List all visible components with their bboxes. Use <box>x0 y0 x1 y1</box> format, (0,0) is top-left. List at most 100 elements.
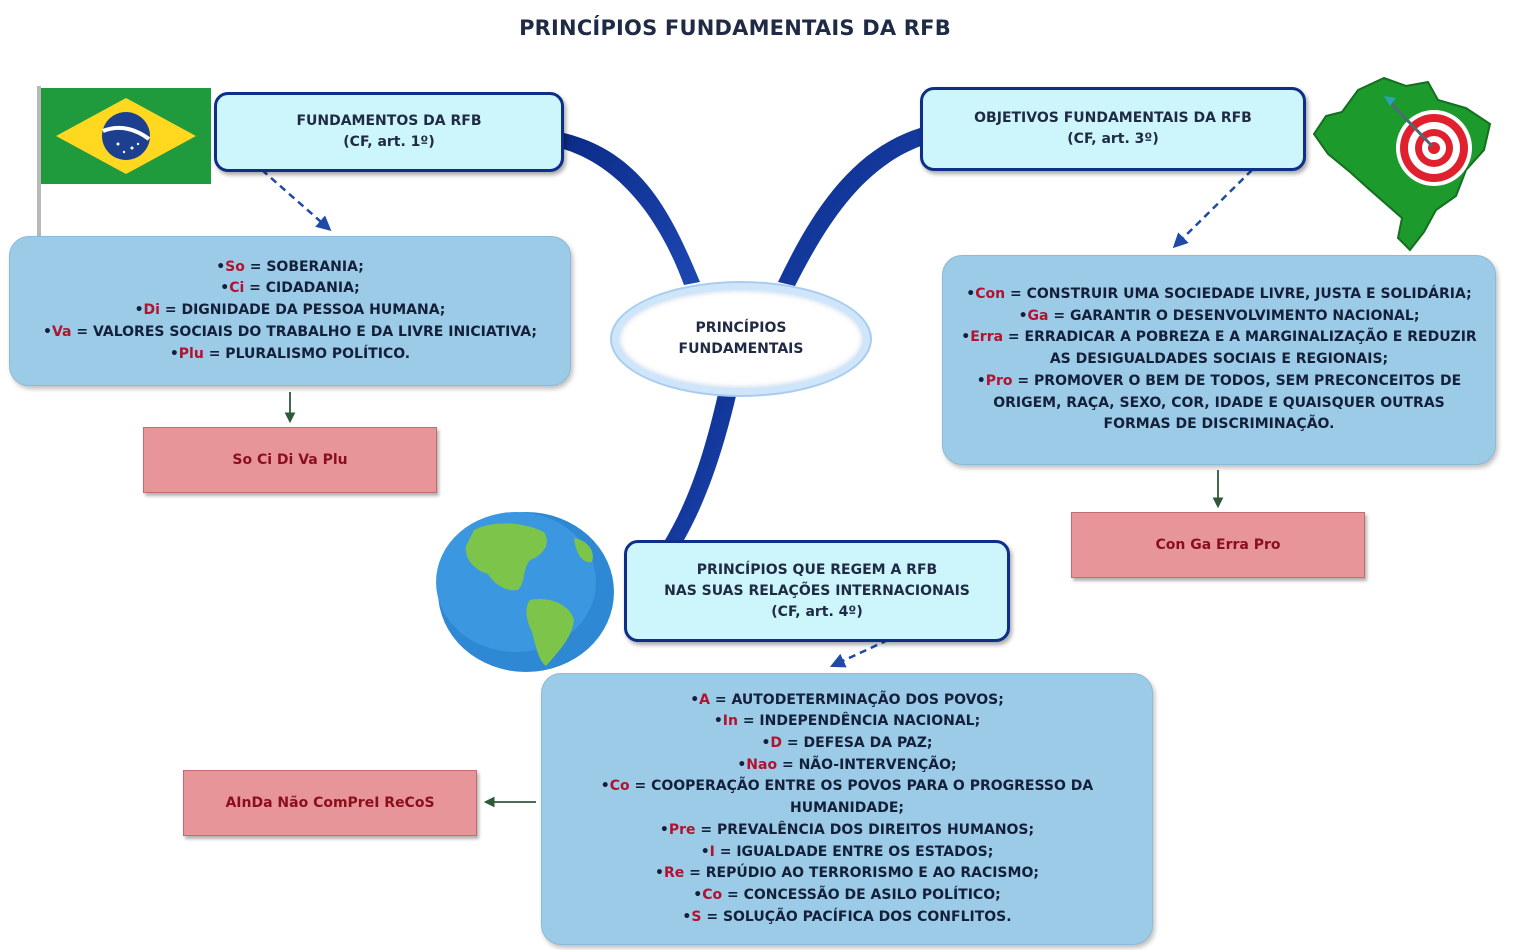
bullet-icon: • <box>1018 307 1028 324</box>
item-text: = GARANTIR O DESENVOLVIMENTO NACIONAL; <box>1048 307 1420 324</box>
center-principios-fundamentais: PRINCÍPIOS FUNDAMENTAIS <box>612 283 870 395</box>
bullet-icon: • <box>976 372 986 389</box>
item-text: = SOBERANIA; <box>244 258 364 275</box>
relacoes-mnemonic: AInDa Não ComPreI ReCoS <box>183 770 477 836</box>
item-abbreviation: Co <box>702 886 723 903</box>
list-item: •In = INDEPENDÊNCIA NACIONAL; <box>714 711 980 733</box>
item-abbreviation: A <box>699 691 710 708</box>
item-abbreviation: Di <box>143 302 160 319</box>
relacoes-header-subtitle: NAS SUAS RELAÇÕES INTERNACIONAIS <box>664 582 970 599</box>
bullet-icon: • <box>690 691 700 708</box>
item-text: = VALORES SOCIAIS DO TRABALHO E DA LIVRE… <box>71 323 537 340</box>
list-item: •Erra = ERRADICAR A POBREZA E A MARGINAL… <box>959 327 1479 370</box>
center-label-line1: PRINCÍPIOS <box>695 320 787 336</box>
item-abbreviation: Co <box>609 778 630 795</box>
item-abbreviation: I <box>709 843 715 860</box>
list-item: •Co = COOPERAÇÃO ENTRE OS POVOS PARA O P… <box>582 776 1112 819</box>
objetivos-list: •Con = CONSTRUIR UMA SOCIEDADE LIVRE, JU… <box>942 255 1496 465</box>
list-item: •So = SOBERANIA; <box>216 257 364 279</box>
arrow-objetivos-dashed <box>1172 169 1253 249</box>
bullet-icon: • <box>966 286 976 303</box>
item-text: = NÃO-INTERVENÇÃO; <box>777 756 957 773</box>
list-item: •D = DEFESA DA PAZ; <box>761 733 932 755</box>
item-abbreviation: D <box>770 735 783 752</box>
bullet-icon: • <box>693 886 703 903</box>
bullet-icon: • <box>659 821 669 838</box>
list-item: •Co = CONCESSÃO DE ASILO POLÍTICO; <box>693 885 1000 907</box>
item-text: = COOPERAÇÃO ENTRE OS POVOS PARA O PROGR… <box>629 778 1094 817</box>
objetivos-header-citation: (CF, art. 3º) <box>1067 131 1159 147</box>
list-item: •Va = VALORES SOCIAIS DO TRABALHO E DA L… <box>43 322 537 344</box>
item-text: = CONCESSÃO DE ASILO POLÍTICO; <box>722 886 1001 903</box>
item-abbreviation: Va <box>51 323 72 340</box>
bullet-icon: • <box>682 908 692 925</box>
item-text: = AUTODETERMINAÇÃO DOS POVOS; <box>710 691 1004 708</box>
fundamentos-mnemonic: So Ci Di Va Plu <box>143 427 437 493</box>
item-text: = IGUALDADE ENTRE OS ESTADOS; <box>714 843 994 860</box>
item-abbreviation: Pre <box>668 821 696 838</box>
fundamentos-header-title: FUNDAMENTOS DA RFB <box>296 113 482 129</box>
list-item: •I = IGUALDADE ENTRE OS ESTADOS; <box>701 842 994 864</box>
bullet-icon: • <box>216 258 226 275</box>
bullet-icon: • <box>655 865 664 882</box>
page-title: PRINCÍPIOS FUNDAMENTAIS DA RFB <box>519 16 951 40</box>
branch-fundamentos <box>560 132 700 285</box>
item-text: = CIDADANIA; <box>244 280 360 297</box>
bullet-icon: • <box>220 280 230 297</box>
list-item: •Con = CONSTRUIR UMA SOCIEDADE LIVRE, JU… <box>966 284 1471 306</box>
bullet-icon: • <box>43 323 52 340</box>
bullet-icon: • <box>961 329 971 346</box>
item-abbreviation: Erra <box>970 329 1004 346</box>
bullet-icon: • <box>169 345 179 362</box>
fundamentos-list: •So = SOBERANIA;•Ci = CIDADANIA;•Di = DI… <box>9 236 571 386</box>
item-abbreviation: So <box>225 258 245 275</box>
item-abbreviation: Pro <box>985 372 1013 389</box>
item-text: = SOLUÇÃO PACÍFICA DOS CONFLITOS. <box>701 908 1012 925</box>
arrow-relacoes-dashed <box>829 638 889 668</box>
list-item: •Pro = PROMOVER O BEM DE TODOS, SEM PREC… <box>959 371 1479 436</box>
item-abbreviation: Ga <box>1027 307 1049 324</box>
item-text: = REPÚDIO AO TERRORISMO E AO RACISMO; <box>684 865 1039 882</box>
item-text: = CONSTRUIR UMA SOCIEDADE LIVRE, JUSTA E… <box>1005 286 1472 303</box>
relacoes-header-title: PRINCÍPIOS QUE REGEM A RFB <box>696 561 938 578</box>
relacoes-list: •A = AUTODETERMINAÇÃO DOS POVOS;•In = IN… <box>541 673 1153 945</box>
item-text: = INDEPENDÊNCIA NACIONAL; <box>737 713 981 730</box>
relacoes-header: PRINCÍPIOS QUE REGEM A RFB NAS SUAS RELA… <box>624 540 1010 642</box>
item-text: = ERRADICAR A POBREZA E A MARGINALIZAÇÃO… <box>1003 329 1477 368</box>
list-item: •Nao = NÃO-INTERVENÇÃO; <box>737 755 956 777</box>
bullet-icon: • <box>600 778 610 795</box>
list-item: •Plu = PLURALISMO POLÍTICO. <box>170 344 410 366</box>
item-text: = PLURALISMO POLÍTICO. <box>203 345 411 362</box>
item-abbreviation: Con <box>975 286 1006 303</box>
list-item: •S = SOLUÇÃO PACÍFICA DOS CONFLITOS. <box>682 907 1011 929</box>
item-text: = PROMOVER O BEM DE TODOS, SEM PRECONCEI… <box>993 372 1462 433</box>
list-item: •Ga = GARANTIR O DESENVOLVIMENTO NACIONA… <box>1019 306 1420 328</box>
list-item: •Ci = CIDADANIA; <box>220 278 360 300</box>
objetivos-header: OBJETIVOS FUNDAMENTAIS DA RFB (CF, art. … <box>920 87 1306 171</box>
branch-relacoes <box>662 394 736 547</box>
brazil-flag-icon <box>37 86 211 236</box>
item-text: = DIGNIDADE DA PESSOA HUMANA; <box>159 302 446 319</box>
item-text: = PREVALÊNCIA DOS DIREITOS HUMANOS; <box>695 821 1035 838</box>
list-item: •A = AUTODETERMINAÇÃO DOS POVOS; <box>690 690 1004 712</box>
fundamentos-header-citation: (CF, art. 1º) <box>343 134 435 150</box>
item-abbreviation: Ci <box>229 280 245 297</box>
item-abbreviation: Re <box>663 865 685 882</box>
bullet-icon: • <box>700 843 710 860</box>
bullet-icon: • <box>737 756 747 773</box>
list-item: •Pre = PREVALÊNCIA DOS DIREITOS HUMANOS; <box>660 820 1034 842</box>
fundamentos-header: FUNDAMENTOS DA RFB (CF, art. 1º) <box>214 92 564 172</box>
bullet-icon: • <box>761 735 771 752</box>
arrow-fundamentos-dashed <box>261 169 332 231</box>
item-abbreviation: Nao <box>746 756 778 773</box>
center-label-line2: FUNDAMENTAIS <box>678 341 804 357</box>
branch-objetivos <box>778 128 921 286</box>
bullet-icon: • <box>134 302 144 319</box>
list-item: •Di = DIGNIDADE DA PESSOA HUMANA; <box>135 300 446 322</box>
objetivos-header-title: OBJETIVOS FUNDAMENTAIS DA RFB <box>974 110 1252 126</box>
bullet-icon: • <box>713 713 723 730</box>
relacoes-header-citation: (CF, art. 4º) <box>771 603 863 620</box>
list-item: •Re = REPÚDIO AO TERRORISMO E AO RACISMO… <box>655 863 1039 885</box>
